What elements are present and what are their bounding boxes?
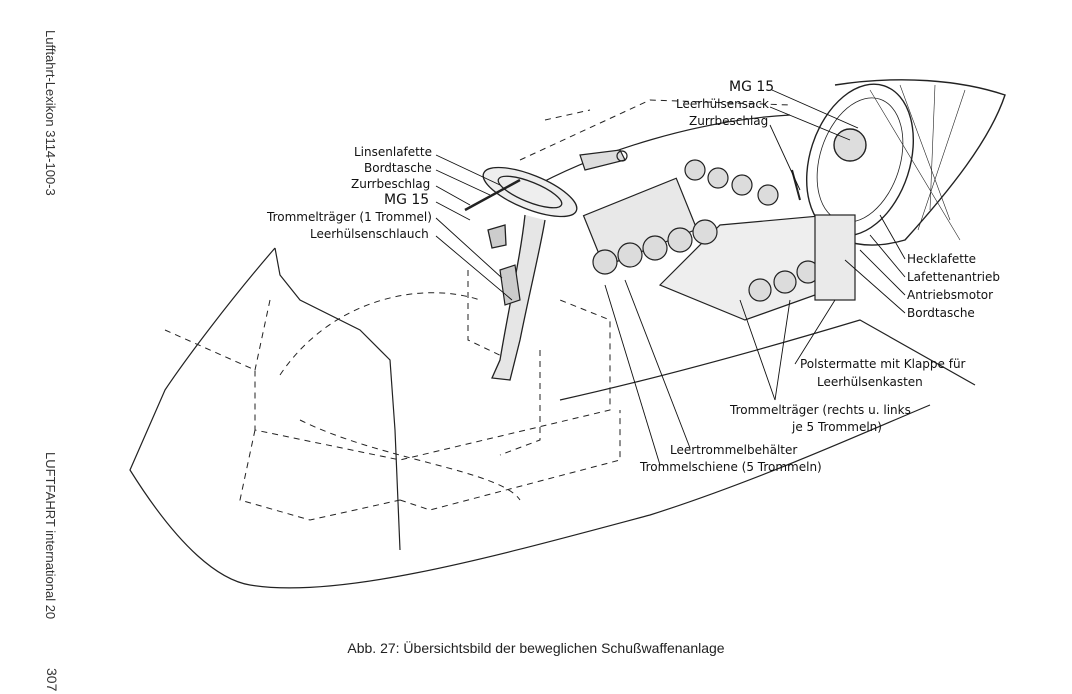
- hidden-line-9: [299, 419, 521, 501]
- label-mg15-left: MG 15: [384, 192, 430, 208]
- label-trommeltraeger-5-line2: je 5 Trommeln): [792, 420, 882, 434]
- leader-trommeltraeger-5a: [739, 299, 776, 401]
- label-antriebsmotor: Antriebsmotor: [907, 288, 994, 302]
- label-zurrbeschlag-left: Zurrbeschlag: [351, 177, 431, 191]
- leader-leertrommelbehaelter: [624, 279, 691, 449]
- label-trommelschiene: Trommelschiene (5 Trommeln): [640, 460, 822, 474]
- label-leertrommelbehaelter: Leertrommelbehälter: [670, 443, 798, 457]
- leader-bordtasche-right: [844, 259, 906, 314]
- fuselage-top-edge: [527, 114, 791, 191]
- hidden-line-5: [399, 410, 621, 511]
- leader-mg15-top: [771, 89, 859, 129]
- leader-leerhuelsenschlauch: [435, 235, 513, 301]
- label-linsenlafette: Linsenlafette: [354, 145, 432, 159]
- leader-bordtasche-left: [435, 169, 491, 196]
- label-hecklafette: Hecklafette: [907, 252, 977, 266]
- hidden-line-10: [499, 350, 541, 456]
- leader-leerhuelsensack: [769, 106, 851, 141]
- label-bordtasche-left: Bordtasche: [364, 161, 432, 175]
- hidden-line-6: [467, 270, 511, 361]
- leader-zurrbeschlag-left: [435, 185, 471, 206]
- leader-polstermatte: [794, 299, 836, 365]
- leader-mg15-left: [435, 201, 471, 221]
- drum-row-top: [684, 159, 779, 206]
- leader-hecklafette: [879, 214, 906, 260]
- label-trommeltraeger-1: Trommelträger (1 Trommel): [267, 210, 432, 224]
- label-lafettenantrieb: Lafettenantrieb: [907, 270, 1000, 284]
- fuselage-outline: [129, 247, 931, 589]
- trommeltraeger-1-part: [499, 264, 521, 306]
- drum-rack-right: [814, 214, 856, 301]
- hidden-line-2: [239, 429, 401, 521]
- label-zurrbeschlag-top: Zurrbeschlag: [689, 114, 769, 128]
- leader-lafettenantrieb: [869, 234, 906, 278]
- leader-zurrbeschlag-top: [769, 124, 801, 191]
- leader-trommelschiene: [604, 284, 661, 466]
- fuselage-belly-line: [559, 319, 976, 401]
- label-polstermatte-line1: Polstermatte mit Klappe für: [800, 357, 966, 371]
- hidden-line-7: [519, 99, 791, 161]
- label-polstermatte-line2: Leerhülsenkasten: [817, 375, 923, 389]
- tail-cone: [819, 79, 1006, 246]
- label-mg15-top: MG 15: [729, 79, 775, 95]
- leader-linsenlafette: [435, 154, 501, 186]
- leader-antriebsmotor: [859, 249, 906, 296]
- hidden-line-8: [544, 109, 591, 121]
- fuselage-front-edge: [274, 247, 401, 551]
- hidden-line-4: [279, 292, 481, 376]
- label-bordtasche-right: Bordtasche: [907, 306, 975, 320]
- hidden-line-1: [164, 299, 611, 461]
- label-leerhuelsensack: Leerhülsensack: [676, 97, 769, 111]
- linsenlafette-ring: [482, 166, 578, 218]
- leader-trommeltraeger-1: [435, 217, 503, 279]
- hidden-line-3: [254, 299, 271, 371]
- drum-row-left: [592, 219, 718, 275]
- figure-caption: Abb. 27: Übersichtsbild der beweglichen …: [347, 640, 725, 656]
- tail-mg15: [833, 128, 867, 162]
- label-leerhuelsenschlauch: Leerhülsenschlauch: [310, 227, 429, 241]
- label-trommeltraeger-5-line1: Trommelträger (rechts u. links: [730, 403, 911, 417]
- leader-trommeltraeger-5b: [774, 299, 791, 401]
